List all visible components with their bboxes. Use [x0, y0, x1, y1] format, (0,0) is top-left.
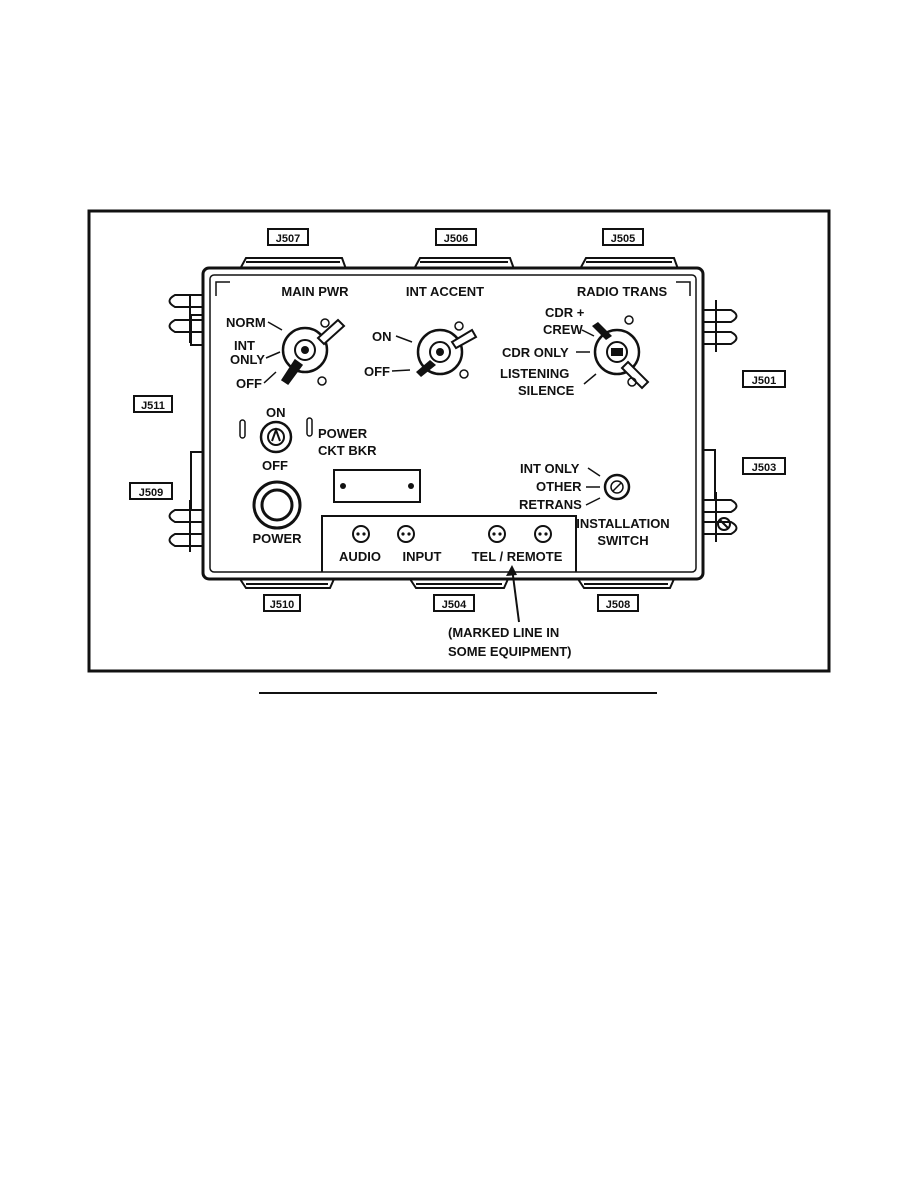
top-connectors: [239, 257, 679, 270]
power-circuit-breaker-toggle[interactable]: [239, 417, 313, 454]
audio-jack[interactable]: [352, 525, 370, 543]
breaker-power-label: POWER: [318, 426, 368, 441]
marked-line-leader-arrow: [506, 565, 520, 623]
marked-line-note-line2: SOME EQUIPMENT): [448, 644, 572, 659]
connector-label: J508: [606, 599, 630, 611]
installation-switch-title-line1: INSTALLATION: [576, 516, 669, 531]
chassis-outer: [201, 266, 705, 581]
radio-trans-switch[interactable]: [592, 315, 650, 390]
tel-remote-jack-1[interactable]: [488, 525, 506, 543]
right-mounting-brackets: [702, 300, 738, 542]
input-jack[interactable]: [397, 525, 415, 543]
connector-label: J509: [139, 487, 163, 499]
connector-label: J501: [752, 375, 776, 387]
connector-tag-j508: J508: [597, 594, 639, 612]
blank-nameplate: [333, 469, 421, 503]
connector-label: J511: [141, 400, 165, 412]
connector-tag-j506: J506: [435, 228, 477, 246]
breaker-ckt-bkr-label: CKT BKR: [318, 443, 377, 458]
int-accent-off-label: OFF: [364, 364, 390, 379]
connector-tag-j505: J505: [602, 228, 644, 246]
radio-trans-silence-label: SILENCE: [518, 383, 575, 398]
connector-label: J507: [276, 233, 300, 245]
tel-remote-jack-2[interactable]: [534, 525, 552, 543]
bottom-connectors: [239, 578, 675, 589]
tel-remote-jack-label: TEL / REMOTE: [472, 549, 563, 564]
connector-tag-j501: J501: [742, 370, 786, 388]
breaker-off-label: OFF: [262, 458, 288, 473]
left-mounting-brackets: [168, 294, 204, 552]
connector-label: J505: [611, 233, 635, 245]
breaker-on-label: ON: [266, 405, 286, 420]
connector-label: J504: [442, 599, 467, 611]
radio-trans-cdr-plus-label: CDR +: [545, 305, 585, 320]
connector-label: J510: [270, 599, 294, 611]
main-pwr-only-label: ONLY: [230, 352, 265, 367]
main-pwr-norm-label: NORM: [226, 315, 266, 330]
connector-tag-j509: J509: [129, 482, 173, 500]
installation-int-only-label: INT ONLY: [520, 461, 580, 476]
input-jack-label: INPUT: [403, 549, 442, 564]
radio-trans-listening-label: LISTENING: [500, 366, 569, 381]
installation-retrans-label: RETRANS: [519, 497, 582, 512]
int-accent-title: INT ACCENT: [406, 284, 484, 299]
figure-frame: [87, 209, 831, 673]
installation-other-label: OTHER: [536, 479, 582, 494]
main-pwr-switch[interactable]: [280, 318, 346, 386]
connector-tag-j510: J510: [263, 594, 301, 612]
power-button-label: POWER: [252, 531, 302, 546]
connector-tag-j503: J503: [742, 457, 786, 475]
main-pwr-int-label: INT: [234, 338, 255, 353]
connector-tag-j511: J511: [133, 395, 173, 413]
radio-trans-crew-label: CREW: [543, 322, 583, 337]
power-button[interactable]: [252, 480, 302, 530]
main-pwr-title: MAIN PWR: [281, 284, 349, 299]
marked-line-note-line1: (MARKED LINE IN: [448, 625, 559, 640]
corner-brackets: [215, 281, 691, 296]
radio-trans-cdr-only-label: CDR ONLY: [502, 345, 569, 360]
jack-panel-outline: [321, 515, 577, 572]
main-pwr-off-label: OFF: [236, 376, 262, 391]
audio-jack-label: AUDIO: [339, 549, 381, 564]
connector-tag-j507: J507: [267, 228, 309, 246]
connector-tag-j504: J504: [433, 594, 475, 612]
installation-switch[interactable]: [603, 473, 631, 501]
chassis-inner: [209, 274, 697, 573]
int-accent-on-label: ON: [372, 329, 392, 344]
connector-label: J503: [752, 462, 776, 474]
int-accent-switch[interactable]: [416, 321, 478, 379]
radio-trans-title: RADIO TRANS: [577, 284, 668, 299]
installation-switch-title-line2: SWITCH: [597, 533, 648, 548]
connector-label: J506: [444, 233, 468, 245]
